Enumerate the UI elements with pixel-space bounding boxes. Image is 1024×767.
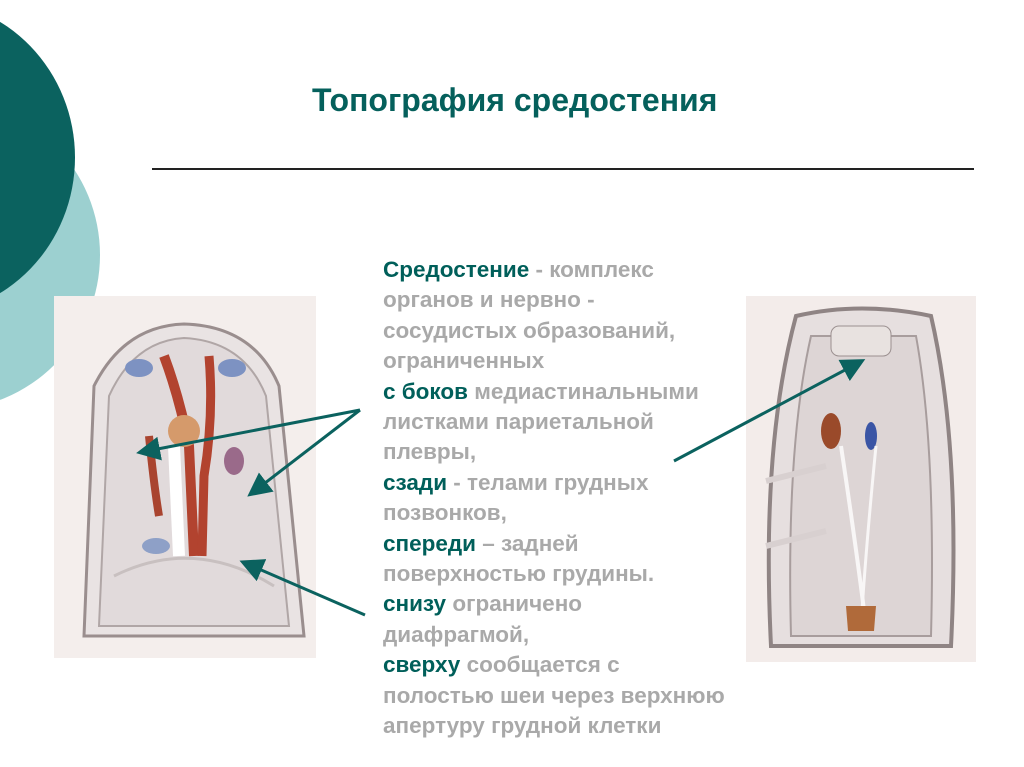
keyword-front: спереди (383, 530, 476, 556)
definition-line-2: сосудистых образований, (383, 317, 676, 343)
anatomy-image-left (54, 296, 316, 658)
keyword-behind: сзади (383, 469, 448, 495)
definition-line-13: сверху сообщается с (383, 652, 620, 678)
definition-line-14: полостью шеи через верхнюю (383, 682, 725, 708)
keyword-above: сверху (383, 652, 461, 678)
definition-line-6: плевры, (383, 439, 477, 465)
definition-line-7: сзади - телами грудных (383, 469, 649, 495)
definition-line-15: апертуру грудной клетки (383, 713, 662, 739)
definition-line-11: снизу ограничено (383, 591, 583, 617)
definition-line-8: позвонков, (383, 500, 507, 526)
title-divider (152, 168, 974, 170)
definition-term: Средостение (383, 257, 530, 282)
definition-line-12: диафрагмой, (383, 621, 530, 647)
definition-line-9: спереди – задней (383, 530, 579, 556)
definition-line-3: ограниченных (383, 348, 545, 374)
keyword-below: снизу (383, 591, 447, 617)
definition-line-5: листками париетальной (383, 409, 654, 435)
definition-line-0: Средостение - комплекс (383, 257, 654, 282)
definition-text: Средостение - комплекс органов и нервно … (383, 255, 813, 742)
keyword-sides: с боков (383, 378, 468, 404)
definition-line-10: поверхностью грудины. (383, 561, 655, 587)
slide-title: Топография средостения (312, 82, 718, 118)
definition-line-1: органов и нервно - (383, 287, 595, 313)
definition-line-4: с боков медиастинальными (383, 378, 699, 404)
